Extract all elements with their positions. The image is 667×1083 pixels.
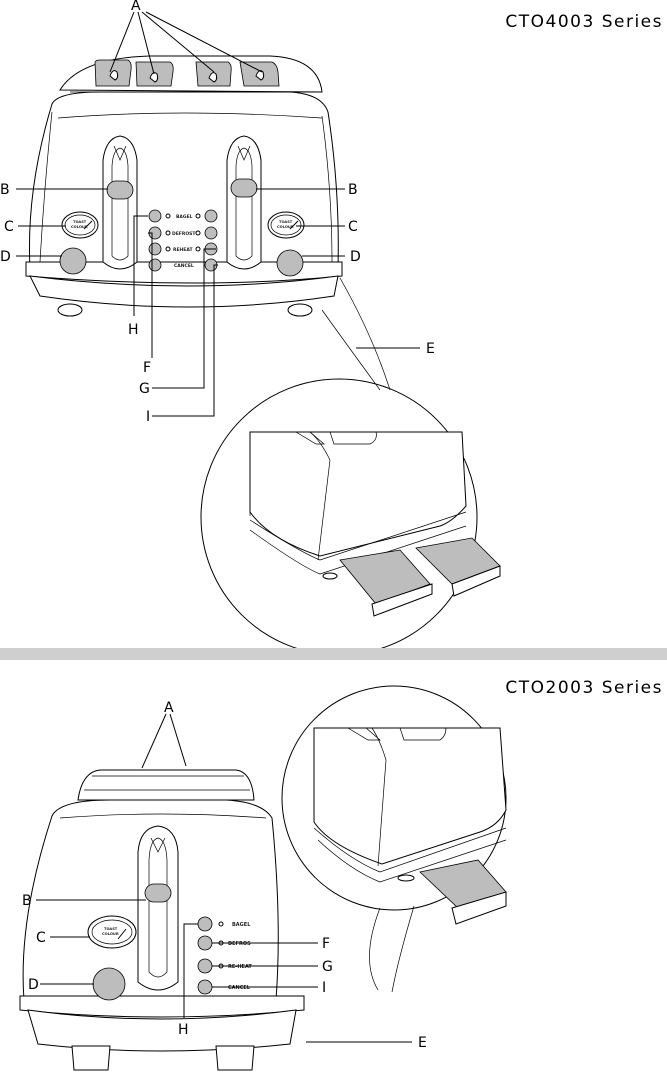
crumb-tray-inset xyxy=(200,277,501,648)
bagel-button[interactable] xyxy=(197,916,213,932)
dial-left-line1: TOAST xyxy=(73,220,87,224)
callout-c-bottom: C xyxy=(36,930,46,946)
dial-left-line2: COLOUR xyxy=(71,225,88,229)
reheat-label: REHEAT xyxy=(173,247,194,253)
callout-b-left-top: B xyxy=(0,182,10,198)
defrost-button[interactable] xyxy=(197,935,213,951)
callout-h-bottom: H xyxy=(178,1022,189,1038)
callout-e-bottom: E xyxy=(418,1035,427,1051)
dial-right-line1: TOAST xyxy=(279,220,293,224)
browning-lever[interactable] xyxy=(144,883,172,903)
bagel-button-left[interactable] xyxy=(148,209,162,223)
dial-right-line2: COLOUR xyxy=(277,225,294,229)
toast-colour-dial-right: TOAST COLOUR xyxy=(267,211,305,239)
callout-d-bottom: D xyxy=(28,977,39,993)
section-divider xyxy=(0,648,667,660)
crumb-tray-inset-bottom xyxy=(281,685,507,993)
two-slice-toaster-diagram: TOAST COLOUR BAGEL DEFROS RE-HEAT CANCEL xyxy=(19,685,507,1071)
lever-channel-right xyxy=(226,135,262,270)
callout-a-bottom: A xyxy=(164,700,174,716)
bread-slots xyxy=(94,59,280,87)
reheat-button-left[interactable] xyxy=(148,242,162,256)
callout-d-left-top: D xyxy=(0,249,11,265)
power-knob-right[interactable] xyxy=(276,249,304,277)
cancel-label: CANCEL xyxy=(174,263,194,269)
callout-g-bottom: G xyxy=(322,959,333,975)
reheat-button[interactable] xyxy=(197,958,213,974)
cancel-label-bottom: CANCEL xyxy=(228,985,251,991)
bottom-series-title: CTO2003 Series xyxy=(505,678,663,698)
browning-lever-right[interactable] xyxy=(230,178,258,198)
four-slice-toaster-diagram: BAGEL DEFROST REHEAT CANCEL TOAST COLOUR… xyxy=(0,0,501,648)
callout-lines-bottom xyxy=(36,713,412,1043)
toast-colour-dial-left: TOAST COLOUR xyxy=(61,211,99,239)
dial-line2: COLOUR xyxy=(102,932,119,936)
cancel-button[interactable] xyxy=(197,979,213,995)
browning-lever-left[interactable] xyxy=(106,180,134,200)
lever-channel xyxy=(137,825,179,991)
dial-line1: TOAST xyxy=(104,927,118,931)
lever-channel-left xyxy=(102,135,138,270)
callout-b-right-top: B xyxy=(348,182,358,198)
callout-i-bottom: I xyxy=(322,980,326,996)
callout-c-left-top: C xyxy=(4,219,14,235)
toast-colour-dial: TOAST COLOUR xyxy=(87,915,137,949)
bagel-label: BAGEL xyxy=(176,214,193,220)
callout-b-bottom: B xyxy=(22,893,32,909)
callout-d-right-top: D xyxy=(350,249,361,265)
bagel-label-bottom: BAGEL xyxy=(232,922,251,928)
callout-f-top: F xyxy=(143,360,151,376)
defrost-label: DEFROST xyxy=(172,231,196,237)
defrost-button-right[interactable] xyxy=(204,226,218,240)
callout-g-top: G xyxy=(139,381,150,397)
reheat-label-bottom: RE-HEAT xyxy=(228,964,252,970)
cancel-button-left[interactable] xyxy=(148,258,162,272)
callout-h-top: H xyxy=(128,322,139,338)
callout-e-top: E xyxy=(426,341,435,357)
callout-i-top: I xyxy=(146,409,150,425)
defrost-label-bottom: DEFROS xyxy=(228,941,251,947)
callout-c-right-top: C xyxy=(348,219,358,235)
callout-f-bottom: F xyxy=(322,936,330,952)
bagel-button-right[interactable] xyxy=(204,209,218,223)
callout-a-top: A xyxy=(131,0,141,14)
top-series-title: CTO4003 Series xyxy=(505,12,663,32)
power-knob[interactable] xyxy=(92,967,126,1001)
callout-lines-top xyxy=(16,11,420,417)
power-knob-left[interactable] xyxy=(59,247,87,275)
